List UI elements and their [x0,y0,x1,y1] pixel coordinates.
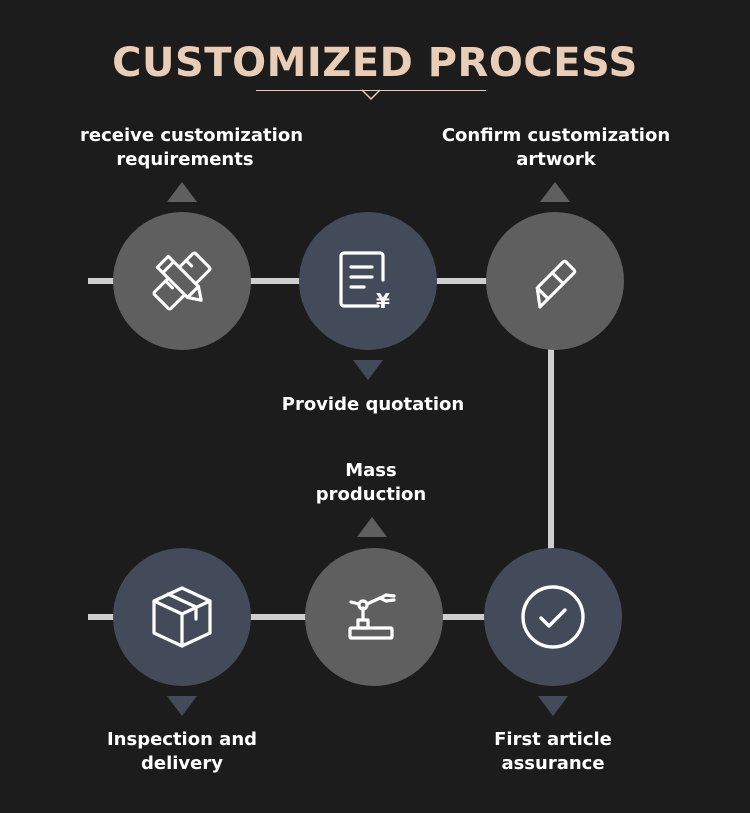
step-circle-mass-production [305,548,443,686]
step-label-provide-quotation: Provide quotation [281,394,465,415]
connector-step2-step3 [414,278,494,284]
connector-top-left-stub [88,278,116,284]
page-title: CUSTOMIZED PROCESS [112,40,638,86]
arrow-down-step4 [538,696,568,716]
connector-step5-step4 [418,614,494,620]
arrow-down-step6 [167,696,197,716]
step-circle-inspection-delivery [113,548,251,686]
step-label-first-article: First article assurance [494,729,612,774]
utility-knife-icon [535,259,577,309]
arrow-down-step2 [353,360,383,380]
step-circle-receive-requirements [113,212,251,350]
title-notch-icon [362,89,380,101]
check-circle-icon [521,585,585,649]
connector-bottom-left-stub [88,614,116,620]
step-label-confirm-artwork: Confirm customization artwork [441,125,671,170]
step-label-receive-requirements: receive customization requirements [80,125,304,170]
arrow-up-step3 [540,182,570,202]
package-box-icon [152,586,212,648]
title-underline [256,90,486,91]
robotic-arm-icon [348,593,396,640]
connector-step6-step5 [228,614,312,620]
ruler-pencil-icon [152,251,212,311]
step-circle-first-article [484,548,622,686]
step-label-inspection-delivery: Inspection and delivery [106,729,258,774]
step-circle-confirm-artwork [486,212,624,350]
step-label-mass-production: Mass production [315,460,427,505]
connector-step1-step2 [228,278,308,284]
arrow-up-step5 [357,517,387,537]
step-circle-provide-quotation: ¥ [299,212,437,350]
quotation-document-icon: ¥ [339,251,390,312]
arrow-up-step1 [167,182,197,202]
connector-step3-step4 [548,326,554,562]
svg-text:¥: ¥ [376,289,390,312]
